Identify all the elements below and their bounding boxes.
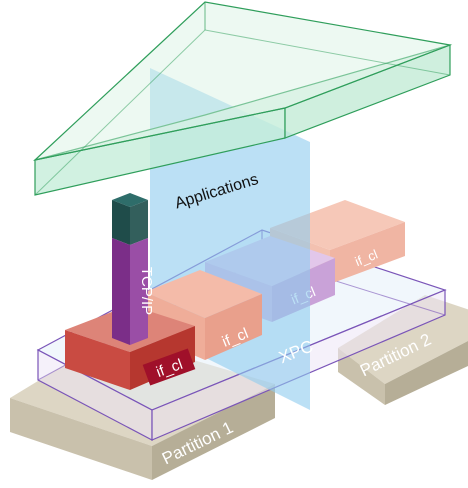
- if-cl-badge: [142, 348, 196, 386]
- tcpip-label: TCP/IP: [138, 267, 155, 315]
- tcpip-column: TCP/IP: [112, 193, 155, 345]
- applications-slab: Applications: [33, 1, 453, 212]
